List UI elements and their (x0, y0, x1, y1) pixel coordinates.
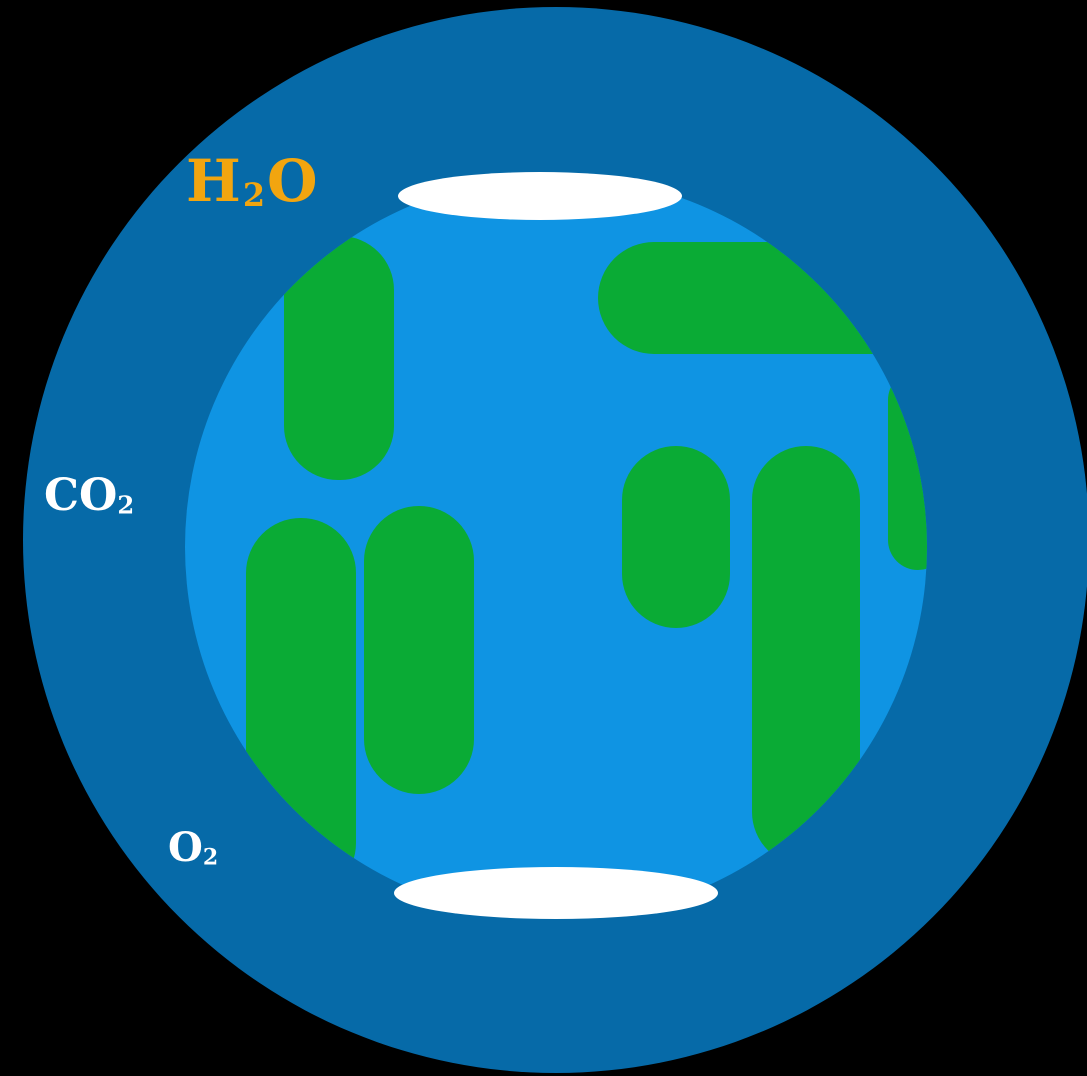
continents (246, 236, 927, 898)
o2-label-subscript: 2 (202, 844, 219, 871)
co2-label: CO2 (44, 474, 134, 518)
o2-label-base: O (168, 824, 203, 871)
continent-northwest (284, 236, 394, 480)
continent-southeast (752, 446, 860, 866)
continent-east-edge (888, 370, 927, 570)
h2o-label-base: H (186, 147, 243, 215)
co2-label-base: CO (44, 470, 118, 521)
h2o-label: H2O (186, 152, 320, 212)
h2o-label-subscript: 2 (242, 175, 268, 214)
north-ice-cap (398, 172, 682, 220)
continent-southwest-right (364, 506, 474, 794)
o2-label: O2 (168, 828, 219, 871)
south-ice-cap (394, 867, 718, 919)
h2o-label-tail: O (267, 147, 320, 215)
co2-label-subscript: 2 (117, 490, 135, 520)
continent-central-east (622, 446, 730, 628)
